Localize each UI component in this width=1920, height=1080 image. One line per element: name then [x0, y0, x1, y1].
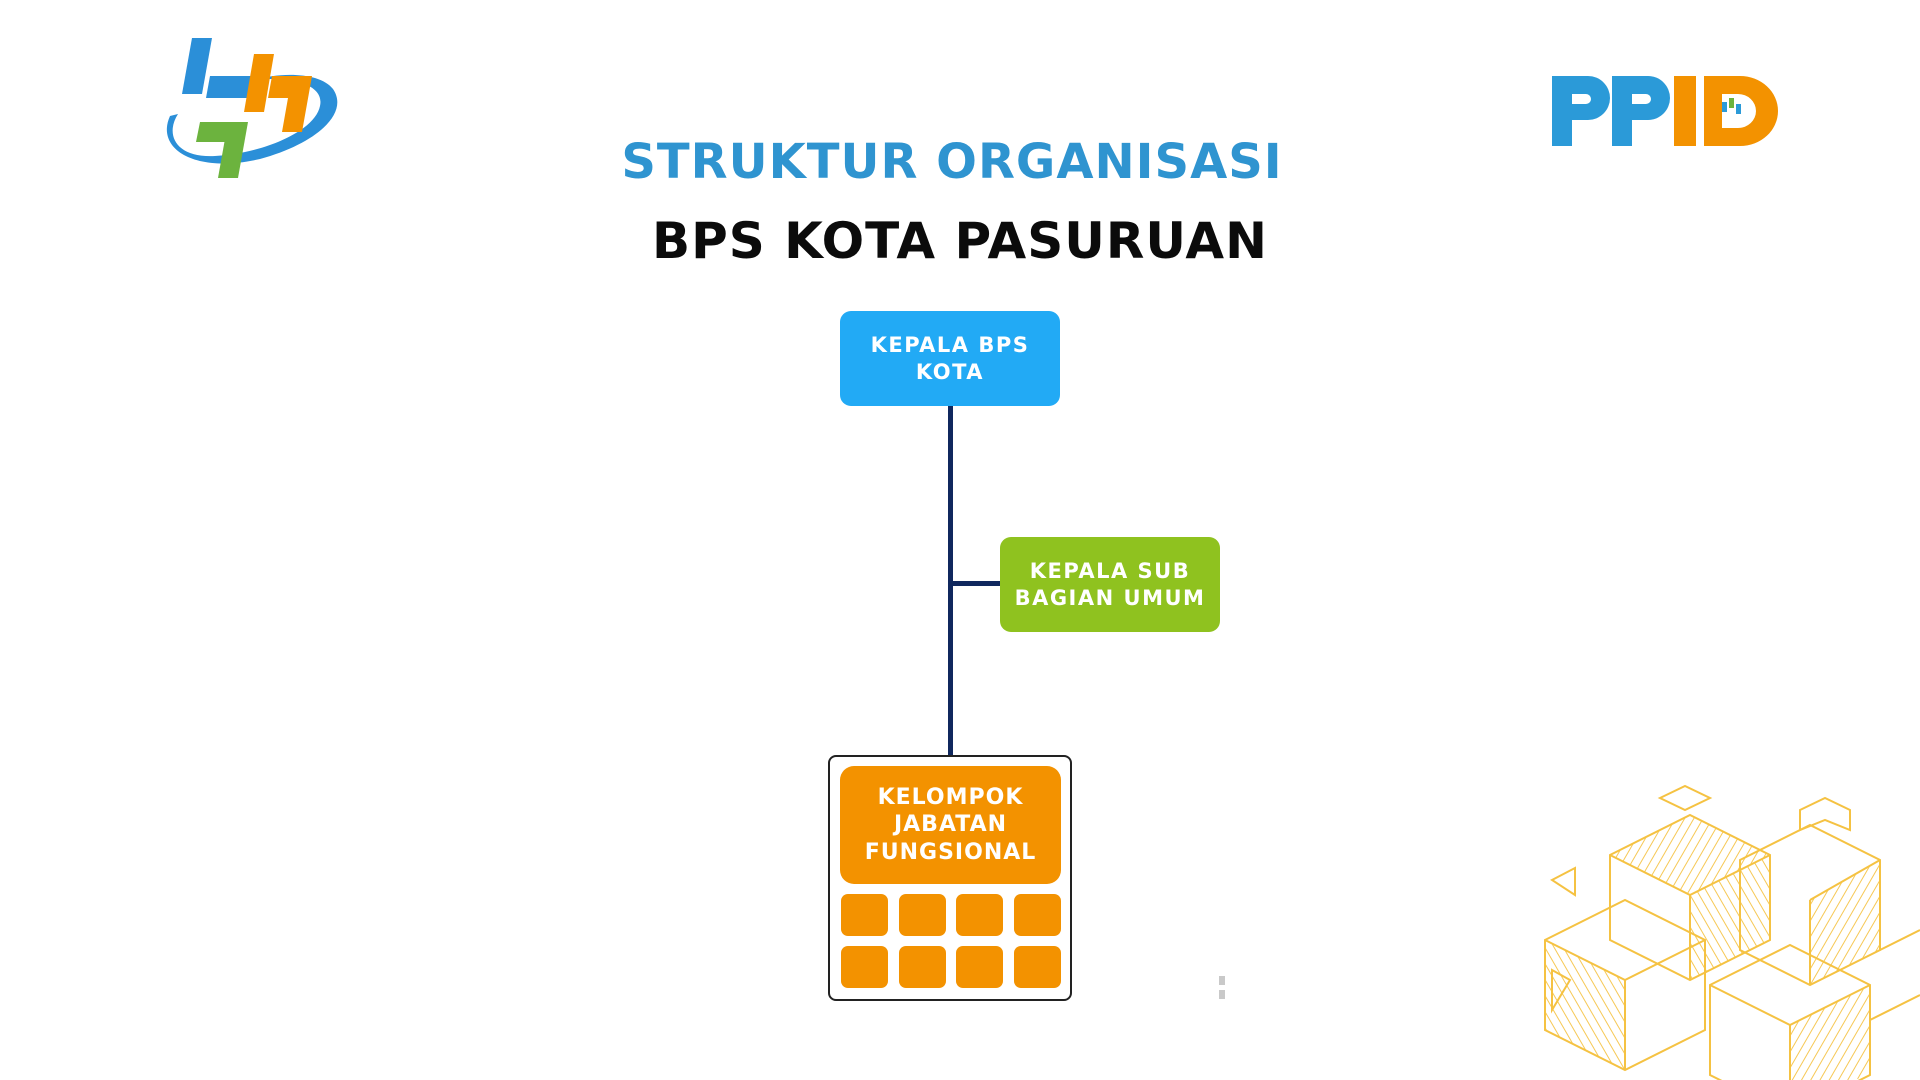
- node-head-line2: KOTA: [915, 359, 985, 384]
- member-cell: [841, 946, 888, 988]
- member-cell: [956, 894, 1003, 936]
- ppid-logo: [1552, 76, 1778, 146]
- node-kepala-sub-bagian-umum: KEPALA SUB BAGIAN UMUM: [1000, 537, 1220, 632]
- connector-horizontal: [950, 581, 1002, 586]
- page-subtitle: BPS KOTA PASURUAN: [652, 212, 1268, 270]
- decorative-cube-pattern: [1544, 784, 1920, 1080]
- node-head-line1: KEPALA BPS: [870, 333, 1030, 358]
- node-func-line3: FUNGSIONAL: [864, 839, 1037, 865]
- bps-logo: [166, 38, 338, 178]
- page-title: STRUKTUR ORGANISASI: [621, 134, 1283, 190]
- node-sub-line1: KEPALA SUB: [1029, 559, 1191, 584]
- member-cell: [1014, 946, 1061, 988]
- member-cell: [956, 946, 1003, 988]
- node-func-line1: KELOMPOK: [877, 784, 1024, 810]
- node-func-line2: JABATAN: [893, 812, 1008, 838]
- node-kelompok-jabatan-fungsional: KELOMPOK JABATAN FUNGSIONAL: [840, 766, 1061, 884]
- slide-marker: [1219, 976, 1225, 1000]
- node-sub-line2: BAGIAN UMUM: [1014, 585, 1206, 610]
- member-cell: [841, 894, 888, 936]
- member-cell: [899, 946, 946, 988]
- member-cell: [1014, 894, 1061, 936]
- node-kepala-bps-kota: KEPALA BPS KOTA: [840, 311, 1060, 406]
- member-cell: [899, 894, 946, 936]
